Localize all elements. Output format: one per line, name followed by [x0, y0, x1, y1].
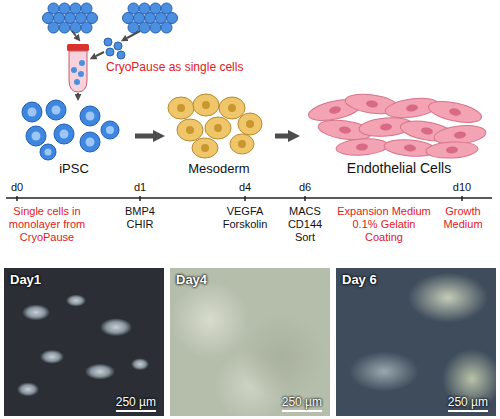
- stage-label: Endothelial Cells: [300, 160, 498, 177]
- day-label: Day1: [10, 272, 41, 287]
- ipsc-cells: [22, 100, 119, 160]
- scale-bar-label: 250 µm: [282, 395, 322, 412]
- timepoint-label: d0: [2, 181, 32, 194]
- timepoint-label: d4: [230, 181, 260, 194]
- ipsc-colonies: [43, 3, 178, 33]
- protocol-step: VEGFA Forskolin: [216, 205, 274, 231]
- process-note: CryoPause as single cells: [106, 60, 266, 74]
- protocol-step: Growth Medium: [437, 205, 489, 231]
- stage-label: iPSC: [15, 161, 133, 177]
- mesoderm-cells: [168, 94, 262, 158]
- process-arrow: [135, 134, 153, 139]
- micrograph-panel: Day4 250 µm: [170, 268, 330, 416]
- cell-group: Endothelial Cells: [300, 95, 498, 177]
- timepoint-label: d6: [290, 181, 320, 194]
- protocol-step: Single cells in monolayer from CryoPause: [2, 205, 92, 245]
- protocol-step: BMP4 CHIR: [118, 205, 162, 231]
- cell-group: iPSC: [15, 95, 133, 177]
- cell-group: Mesoderm: [165, 95, 273, 177]
- endothelial-cells: [307, 91, 487, 159]
- timepoint-label: d1: [125, 181, 155, 194]
- cryo-tube: [67, 44, 89, 92]
- micrograph-panel: Day1 250 µm: [4, 268, 164, 416]
- timeline: [6, 196, 492, 201]
- timepoint-label: d10: [447, 181, 477, 194]
- scale-bar-label: 250 µm: [448, 395, 488, 412]
- single-cells: [104, 38, 125, 59]
- protocol-step: Expansion Medium 0.1% Gelatin Coating: [333, 205, 435, 245]
- protocol-step: MACS CD144 Sort: [284, 205, 326, 245]
- scale-bar-label: 250 µm: [116, 395, 156, 412]
- day-label: Day4: [176, 272, 207, 287]
- day-label: Day 6: [342, 272, 377, 287]
- stage-label: Mesoderm: [165, 161, 273, 177]
- micrograph-panel: Day 6 250 µm: [336, 268, 496, 416]
- process-arrow: [275, 134, 288, 139]
